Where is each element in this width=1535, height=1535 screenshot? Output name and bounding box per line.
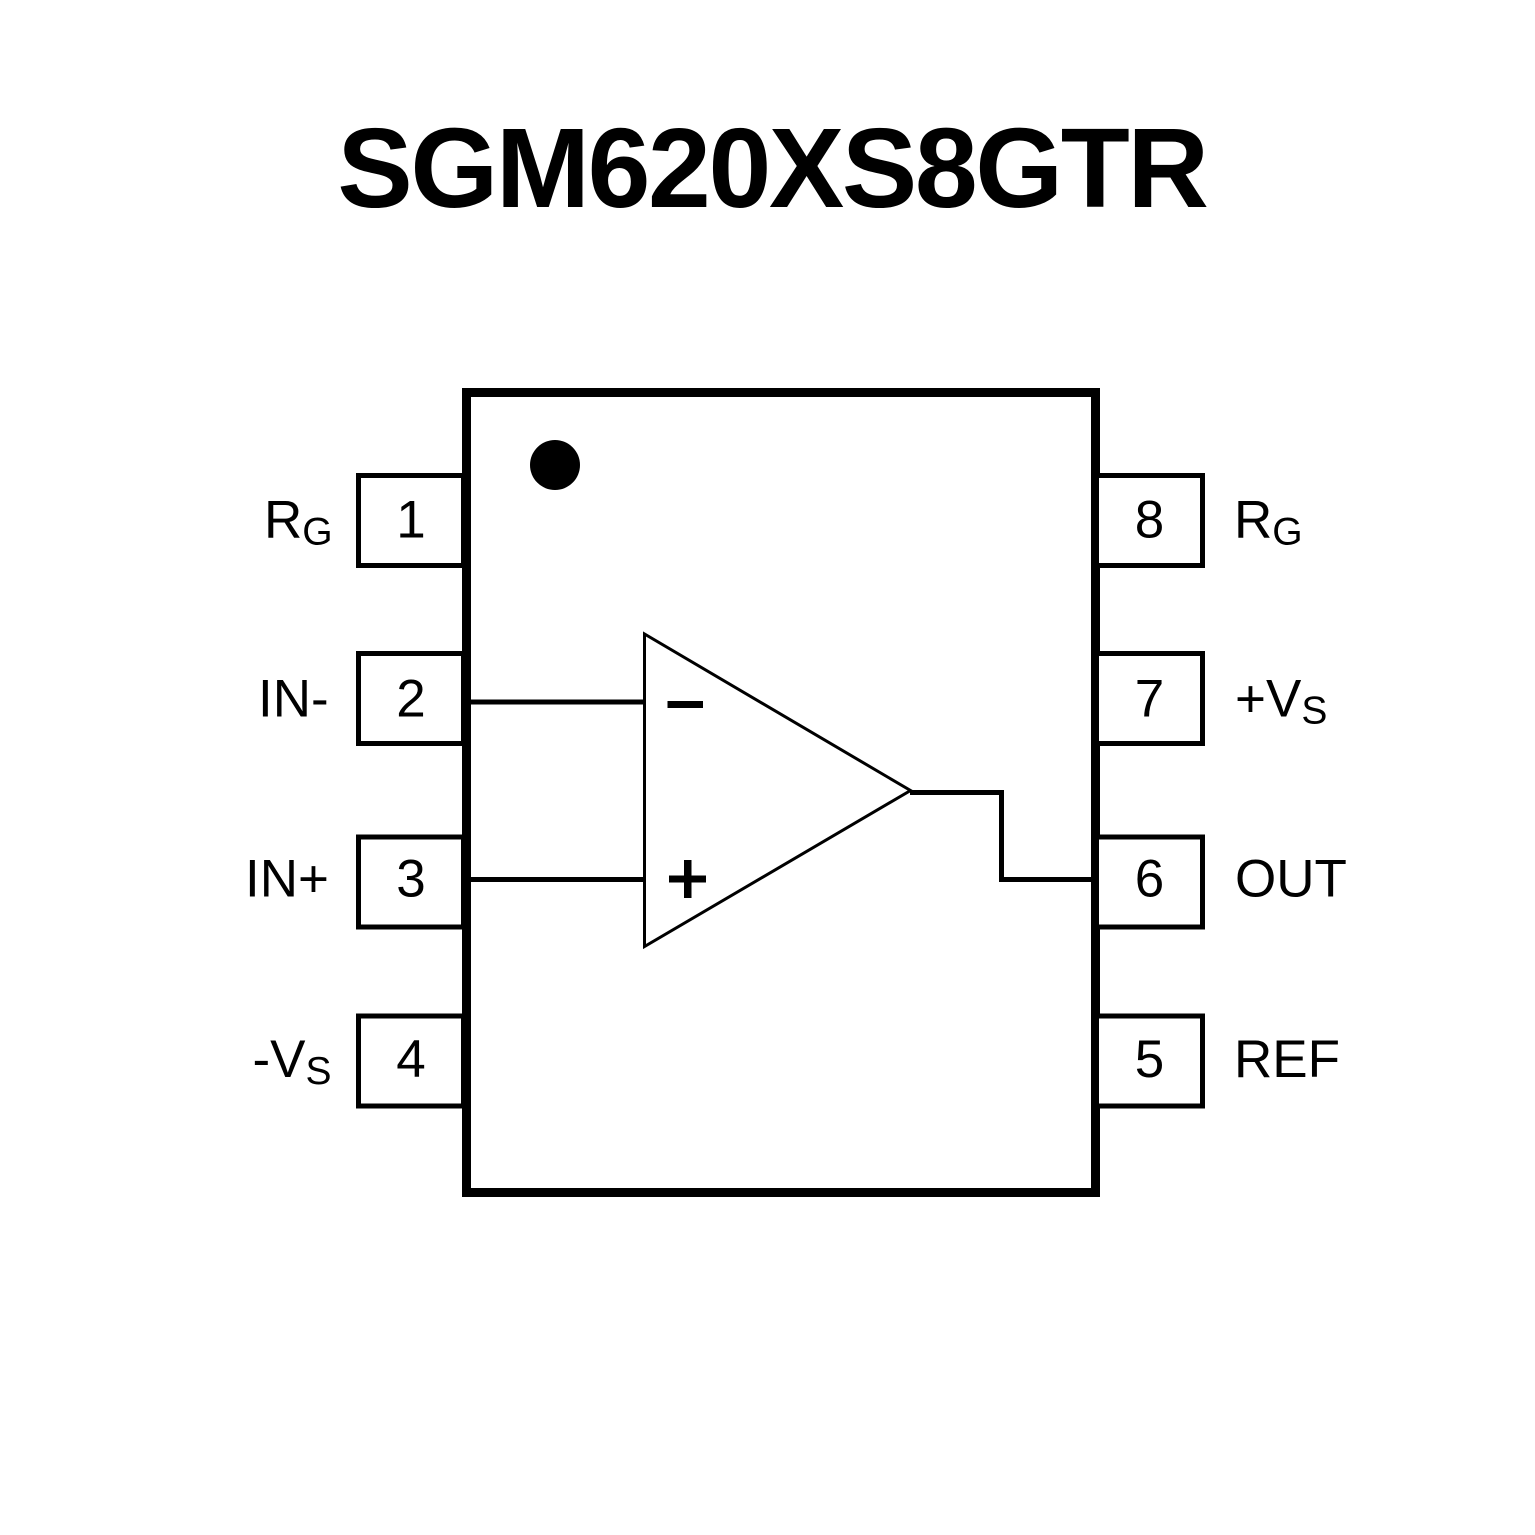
svg-text:7: 7 [1135, 670, 1164, 729]
svg-text:3: 3 [396, 850, 425, 909]
svg-text:SGM620XS8GTR: SGM620XS8GTR [337, 105, 1207, 231]
svg-text:IN+: IN+ [245, 850, 329, 909]
svg-text:REF: REF [1234, 1030, 1340, 1089]
svg-text:8: 8 [1135, 491, 1164, 550]
svg-text:RG: RG [1234, 491, 1303, 554]
svg-text:OUT: OUT [1235, 850, 1347, 909]
svg-text:6: 6 [1135, 850, 1164, 909]
svg-text:+VS: +VS [1235, 670, 1327, 733]
svg-text:-VS: -VS [253, 1030, 332, 1093]
svg-text:1: 1 [396, 491, 425, 550]
svg-text:2: 2 [396, 670, 425, 729]
svg-text:IN-: IN- [258, 670, 329, 729]
svg-text:RG: RG [264, 491, 333, 554]
svg-text:5: 5 [1135, 1030, 1164, 1089]
svg-text:4: 4 [396, 1030, 425, 1089]
